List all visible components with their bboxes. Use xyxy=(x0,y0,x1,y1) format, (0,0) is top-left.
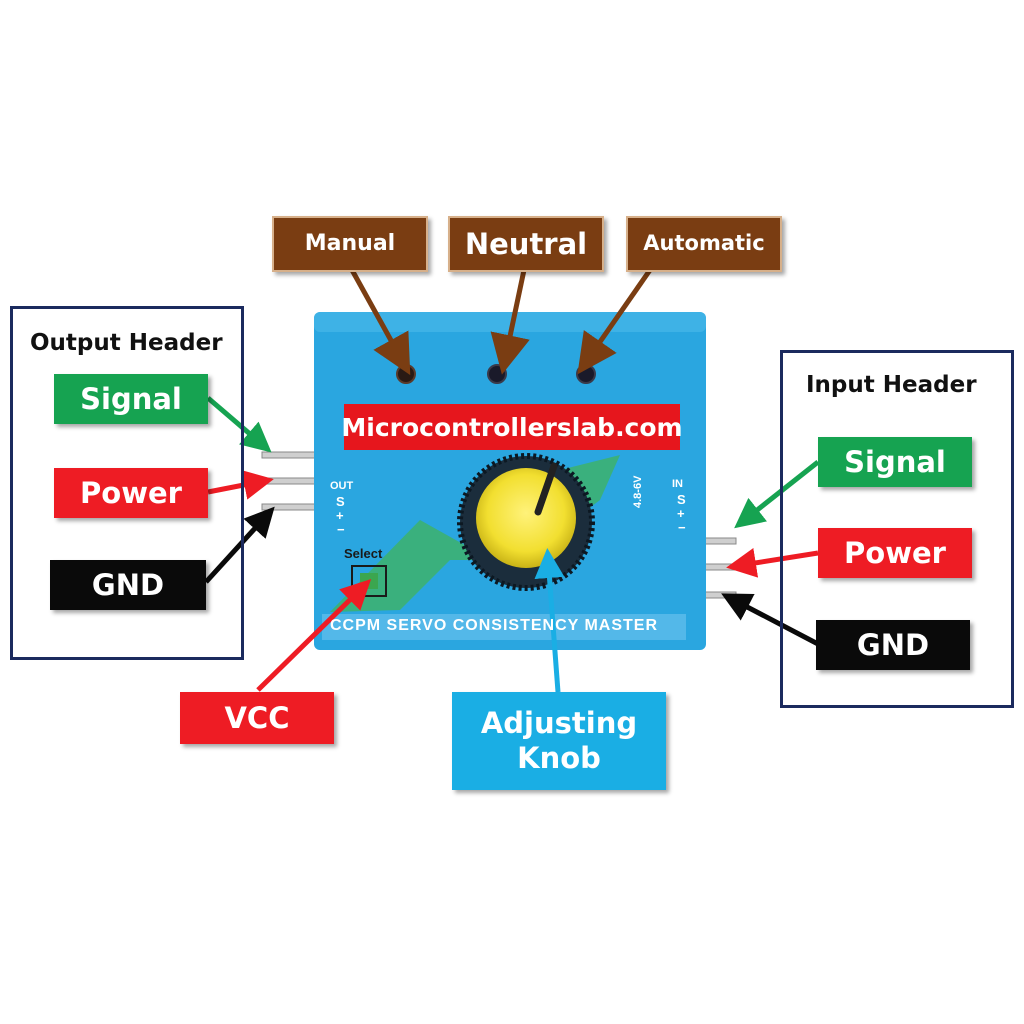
out-power-text: Power xyxy=(80,475,182,510)
manual-arrow xyxy=(349,268,411,376)
board-name: CCPM SERVO CONSISTENCY MASTER xyxy=(330,617,659,634)
watermark-banner: Microcontrollerslab.com xyxy=(341,404,683,450)
out-power-arrow xyxy=(207,470,274,500)
in-gnd-arrow xyxy=(721,593,820,647)
out-pin-plus: + xyxy=(336,508,344,523)
neutral-arrow xyxy=(490,269,530,375)
manual-text: Manual xyxy=(304,230,396,256)
adjusting-knob-label: Adjusting Knob xyxy=(452,692,666,790)
input-header-title: Input Header xyxy=(806,372,977,398)
in-pin-s: S xyxy=(677,492,686,507)
neutral-led xyxy=(487,364,507,384)
in-power-label: Power xyxy=(818,528,972,578)
in-label: IN xyxy=(672,478,683,490)
in-pin-plus: + xyxy=(677,506,685,521)
vcc-label: VCC xyxy=(180,692,334,744)
knob-cap xyxy=(476,468,576,568)
out-signal-arrow xyxy=(206,396,272,453)
out-pin-minus: − xyxy=(337,522,345,537)
out-gnd-label: GND xyxy=(50,560,206,610)
out-power-label: Power xyxy=(54,468,208,518)
vcc-arrow xyxy=(256,578,372,692)
out-label: OUT xyxy=(330,480,354,492)
knob-text-line2: Knob xyxy=(517,741,601,775)
output-header-box xyxy=(10,306,244,660)
manual-led xyxy=(396,364,416,384)
neutral-label: Neutral xyxy=(448,216,604,272)
voltage-label: 4.8-6V xyxy=(632,475,644,508)
output-header-title: Output Header xyxy=(30,330,223,356)
knob-arrow xyxy=(534,548,565,693)
neutral-text: Neutral xyxy=(464,226,588,261)
automatic-arrow xyxy=(577,268,653,375)
vcc-text: VCC xyxy=(224,700,290,735)
select-label: Select xyxy=(344,546,383,561)
knob-text-line1: Adjusting xyxy=(480,706,638,741)
in-power-text: Power xyxy=(844,535,946,570)
in-power-arrow xyxy=(726,548,819,578)
out-gnd-text: GND xyxy=(91,567,165,602)
automatic-label: Automatic xyxy=(626,216,782,272)
knob-indicator xyxy=(534,462,558,516)
in-signal-text: Signal xyxy=(844,444,946,479)
out-signal-label: Signal xyxy=(54,374,208,424)
in-pin-minus: − xyxy=(678,520,686,535)
automatic-led xyxy=(576,364,596,384)
out-signal-text: Signal xyxy=(80,381,182,416)
out-gnd-arrow xyxy=(204,506,275,584)
output-pins xyxy=(261,451,321,511)
servo-tester-board xyxy=(314,312,706,650)
out-pin-s: S xyxy=(336,494,345,509)
input-header-box xyxy=(780,350,1014,708)
in-signal-label: Signal xyxy=(818,437,972,487)
automatic-text: Automatic xyxy=(643,231,765,256)
in-gnd-text: GND xyxy=(856,627,930,662)
in-gnd-label: GND xyxy=(816,620,970,670)
watermark-text: Microcontrollerslab.com xyxy=(341,412,683,442)
manual-label: Manual xyxy=(272,216,428,272)
